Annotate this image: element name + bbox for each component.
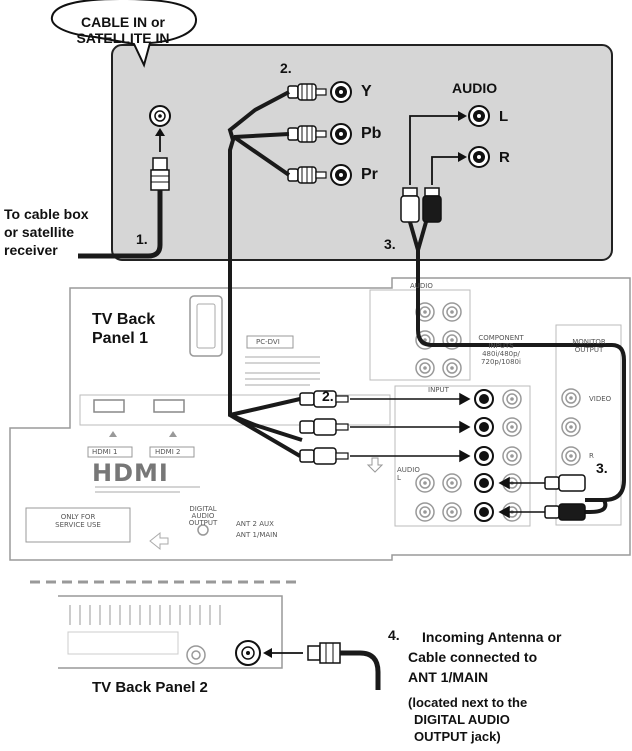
antenna-note-line-1: Incoming Antenna or [422,629,562,645]
tv-panel-1-title-line-1: TV Back [92,311,156,328]
pr-out-jack [330,164,352,186]
input-label: INPUT [428,386,449,394]
component-label-line-2: INPUTS [488,342,514,350]
component-cable [227,90,303,458]
component-plugs-tv [299,390,349,465]
hdmi-logo: HDMI [92,459,169,487]
antenna-location-note: (located next to the DIGITAL AUDIO OUTPU… [408,694,527,745]
coax-in-jack [149,105,171,127]
step-2-tv: 2. [322,388,334,404]
service-label-line-2: SERVICE USE [55,521,101,529]
cable-box-note: To cable box or satellite receiver [4,205,89,259]
hdmi-1-label: HDMI 1 [92,448,118,456]
tv-panel-1-title: TV Back Panel 1 [92,310,155,348]
component-label-line-4: 720p/1080i [481,358,521,366]
y-out-jack [330,81,352,103]
component-label-line-3: 480i/480p/ [482,350,520,358]
source-device-panel [111,44,613,261]
pb-label: Pb [361,125,382,142]
tv-panel-1-title-line-2: Panel 1 [92,330,149,347]
tv-component-pb-jack [474,417,494,437]
bubble-text: CABLE IN or SATELLITE IN [63,14,183,46]
digital-label-line-1: DIGITAL [189,505,217,513]
dvi-port [189,295,223,357]
step-4: 4. [388,627,400,643]
tv-audio-l-jack [474,473,494,493]
speech-bubble [50,0,198,68]
pc-dvi-label: PC-DVI [256,338,280,346]
audio-r-label: R [499,149,510,166]
audio-column-label: AUDIO [410,282,433,290]
digital-audio-jack [197,524,209,536]
audio-l-panel-label: AUDIO L [397,466,420,482]
coax-f-connector [150,157,170,191]
hdmi-2-label: HDMI 2 [155,448,181,456]
audio-header: AUDIO [452,80,498,96]
digital-audio-output-label: DIGITAL AUDIO OUTPUT [180,506,226,527]
step-3-source: 3. [384,236,396,252]
video-label: VIDEO [589,395,612,403]
cable-box-note-line-3: receiver [4,242,58,258]
pr-label: Pr [361,166,378,183]
antenna-note-line-4: (located next to the [408,695,528,710]
audio-r-arrow [431,156,462,185]
antenna-cable [340,650,381,690]
tv-audio-r-jack [474,502,494,522]
step-2-source: 2. [280,60,292,76]
pb-out-jack [330,123,352,145]
tv-panel-2-title: TV Back Panel 2 [92,679,208,696]
ant1-main-jack [235,640,261,666]
bubble-line-2: SATELLITE IN [76,30,170,46]
ant2-jack [186,645,206,665]
antenna-note-line-6: OUTPUT jack) [414,729,501,744]
audio-plugs-tv [544,474,586,521]
hdmi-1-port [93,399,125,413]
audio-r-jack [468,146,490,168]
cable-box-note-line-2: or satellite [4,224,75,240]
monitor-label-line-1: MONITOR [572,338,606,346]
antenna-note-line-3: ANT 1/MAIN [408,669,489,685]
monitor-label-line-2: OUTPUT [574,346,604,354]
antenna-f-connector [307,642,341,664]
ant1-label: ANT 1/MAIN [236,531,278,539]
r-panel-label: R [589,452,594,460]
service-label-line-1: ONLY FOR [60,513,96,521]
component-inputs-label: COMPONENT INPUTS 480i/480p/ 720p/1080i [471,334,531,366]
coax-cable-1 [78,190,163,259]
monitor-output-label: MONITOR OUTPUT [561,338,617,354]
service-use-label: ONLY FOR SERVICE USE [44,513,112,529]
component-label-line-1: COMPONENT [478,334,524,342]
audio-l-label: L [499,108,509,125]
tv-component-y-jack [474,389,494,409]
step-1: 1. [136,231,148,247]
y-label: Y [361,83,372,100]
ant2-label: ANT 2 AUX [236,520,274,528]
digital-label-line-3: OUTPUT [188,519,218,527]
tv-component-pr-jack [474,446,494,466]
hdmi-2-port [153,399,185,413]
audio-l-jack [468,105,490,127]
tv-panel-2-outline [58,595,283,669]
antenna-note: Incoming Antenna or Cable connected to A… [408,627,561,687]
bubble-line-1: CABLE IN or [81,14,165,30]
antenna-note-line-2: Cable connected to [408,649,538,665]
audio-cable-tv [416,250,626,514]
cable-box-note-line-1: To cable box [4,206,89,222]
step-3-tv: 3. [596,460,608,476]
antenna-note-line-5: DIGITAL AUDIO [414,712,510,727]
digital-label-line-2: AUDIO [191,512,215,520]
audio-l-arrow [409,115,462,185]
